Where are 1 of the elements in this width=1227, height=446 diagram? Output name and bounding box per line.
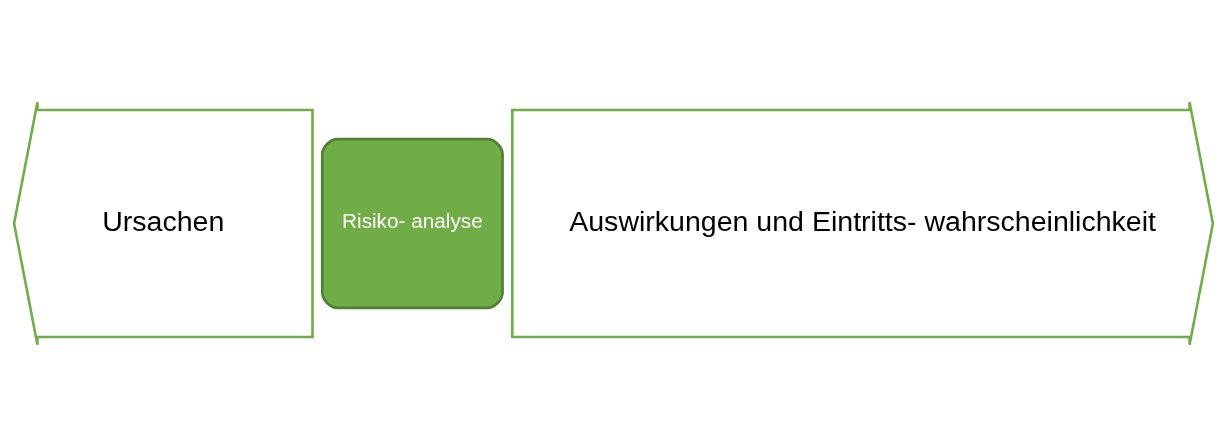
node-box: Risiko- analyse (320, 137, 504, 309)
